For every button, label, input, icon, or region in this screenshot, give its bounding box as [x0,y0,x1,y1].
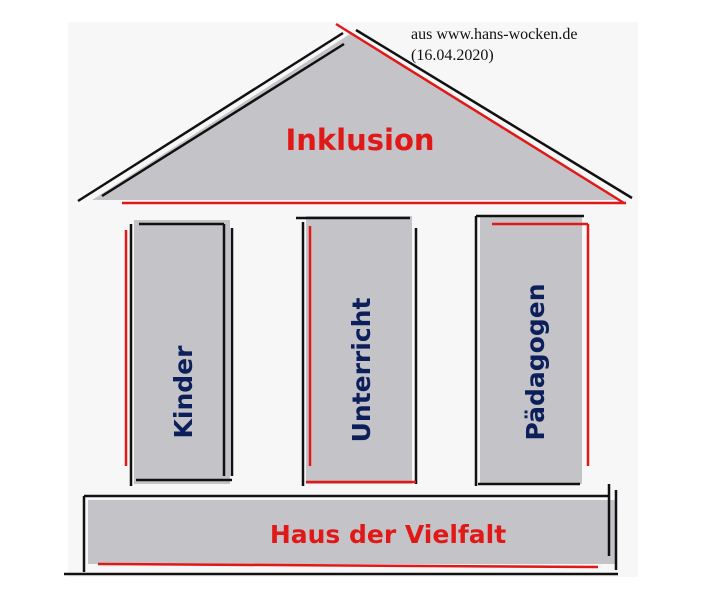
roof-left-edge [77,31,344,203]
pillar-body [134,220,230,484]
base: Haus der Vielfalt [64,484,618,576]
roof-left-inner-edge [101,42,345,198]
base-label: Haus der Vielfalt [270,520,506,549]
pillar-body [306,216,412,484]
pillar-kinder: Kinder [124,220,234,486]
roof-label: Inklusion [285,123,434,157]
pillar-body [480,216,582,484]
source-date: (16.04.2020) [411,47,494,64]
pillar-label: Kinder [169,345,198,439]
roof: Inklusion [77,22,633,205]
roof-right-edge [355,28,633,200]
pillar-label: Pädagogen [521,283,550,440]
pillar-label: Unterricht [347,298,376,443]
pillar-unterricht: Unterricht [296,216,418,486]
base-body [88,500,616,564]
source-note: aus www.hans-wocken.de (16.04.2020) [411,24,577,66]
base-red-line [97,562,599,569]
roof-triangle [92,34,618,200]
pillar-paedagogen: Pädagogen [474,214,590,486]
roof-right-red-edge [335,22,625,205]
source-url: aus www.hans-wocken.de [411,26,578,43]
